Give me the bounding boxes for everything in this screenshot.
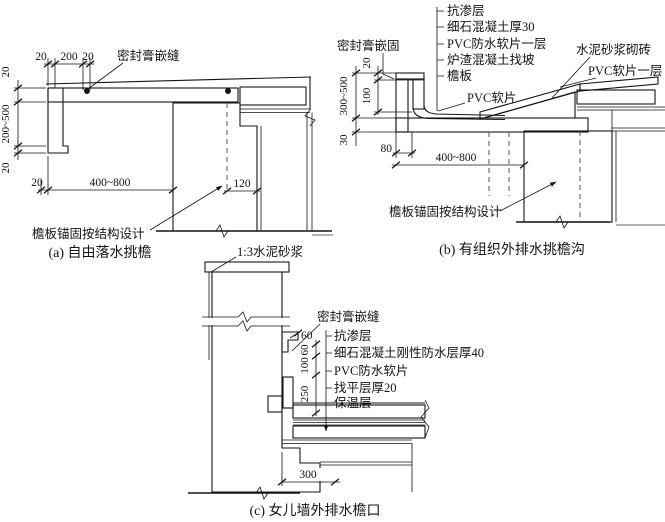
insulation-layer-c — [292, 425, 426, 439]
insulation-b — [576, 89, 656, 105]
label-b-pvc-membrane: PVC防水软片一层 — [447, 36, 546, 51]
label-b-cinder-slope: 炉渣混凝土找坡 — [447, 52, 535, 67]
gutter-outer-wall-b — [395, 78, 409, 133]
label-sealant-a: 密封膏嵌缝 — [117, 48, 180, 63]
sealant-dot-left — [84, 88, 90, 94]
caption-a: (a) 自由落水挑檐 — [48, 245, 151, 261]
slab-soffit-a — [240, 108, 310, 113]
dim-a-top1: 20 — [35, 51, 47, 63]
dim-left-b: 20 100 300~500 30 — [338, 57, 424, 146]
dim-c-v3: 250 — [299, 385, 311, 402]
dim-bottom-a: 20 400~800 — [31, 156, 178, 195]
dim-b-overhang: 400~800 — [436, 152, 477, 164]
label-mortar-c: 1:3水泥砂浆 — [237, 244, 303, 259]
label-b-anti-seepage: 抗渗层 — [447, 3, 485, 18]
dim-c-bottom: 300 — [299, 469, 317, 481]
slope-brick-wedge-b — [483, 91, 576, 119]
label-b-fine-concrete: 细石混凝土厚30 — [447, 19, 535, 34]
wall-break-c — [202, 311, 290, 332]
label-mortar-brick-b: 水泥砂浆砌砖 — [576, 42, 651, 57]
wall-a — [172, 102, 258, 232]
caption-b: (b) 有组织外排水挑檐沟 — [439, 242, 585, 258]
dim-wall-a: 120 — [222, 176, 262, 195]
label-anchor-a: 檐板锚固按结构设计 — [32, 226, 145, 241]
dim-a-top2: 200 — [60, 51, 78, 63]
eave-slab-b — [395, 117, 589, 133]
gutter-upstand-b — [412, 78, 425, 110]
gutter-cap-b — [395, 72, 425, 80]
dim-b-width: 80 — [381, 143, 393, 155]
eave-board-a — [47, 87, 239, 103]
sealant-dot-right — [225, 88, 231, 94]
dim-b-lip: 20 — [361, 57, 373, 69]
detail-c: 1:3水泥砂浆 密封膏嵌缝 抗渗层 细石混凝土刚性防水层厚40 PVC防水软片 … — [188, 244, 484, 519]
ground-break-b — [555, 215, 569, 229]
dim-a-left3: 20 — [0, 162, 12, 174]
slope-screed-right-b — [579, 76, 659, 92]
blocking-c — [267, 395, 283, 413]
label-anchor-b: 檐板锚固按结构设计 — [389, 204, 502, 219]
dim-notch-c: 60 — [289, 329, 313, 342]
pvc-sheet-upper-b — [423, 104, 506, 117]
label-sealant-c: 密封膏嵌缝 — [317, 309, 380, 324]
dim-a-wall: 120 — [233, 178, 251, 190]
dim-left-a: 20 200~500 20 — [0, 66, 46, 174]
drip-notch-c — [281, 331, 299, 353]
dim-a-bottom2: 400~800 — [90, 177, 131, 189]
eave-board-leg-a — [47, 87, 69, 154]
flashing-c — [282, 376, 294, 409]
wall-b — [523, 130, 613, 223]
dim-c-notch: 60 — [301, 330, 313, 342]
material-stack-c: 抗渗层 细石混凝土刚性防水层厚40 PVC防水软片 找平层厚20 保温层 — [323, 328, 484, 432]
dim-a-left2: 200~500 — [0, 104, 12, 143]
roof-surface-line-a — [45, 76, 312, 85]
coping-c — [204, 261, 290, 273]
label-sealant-b: 密封膏嵌固 — [337, 38, 400, 53]
parapet-wall-c — [211, 271, 321, 493]
dim-a-bottom1: 20 — [31, 177, 43, 189]
detail-a: 20 200 20 20 200~500 20 20 400~800 120 — [0, 48, 333, 261]
label-pvc-layer-b: PVC软片一层 — [588, 64, 662, 78]
ground-break-a — [215, 224, 229, 238]
dim-bottom-c: 300 — [277, 452, 340, 486]
label-c-insulation: 保温层 — [334, 396, 372, 410]
roof-break-c — [420, 399, 430, 439]
label-c-rigid-waterproof: 细石混凝土刚性防水层厚40 — [334, 345, 484, 360]
material-stack-b: 抗渗层 细石混凝土厚30 PVC防水软片一层 炉渣混凝土找坡 檐板 — [436, 3, 546, 111]
dim-chain-c: 60 100 250 — [299, 340, 321, 417]
dim-c-v1: 60 — [299, 344, 311, 356]
dim-c-v2: 100 — [299, 357, 311, 374]
label-c-leveling: 找平层厚20 — [334, 381, 397, 395]
label-c-anti-seepage: 抗渗层 — [334, 328, 372, 343]
dim-b-inner: 100 — [361, 87, 373, 104]
dim-a-left1: 20 — [0, 66, 12, 78]
rigid-waterproof-layer-c — [292, 404, 426, 419]
detail-b: 抗渗层 细石混凝土厚30 PVC防水软片一层 炉渣混凝土找坡 檐板 密封膏嵌固 … — [337, 3, 665, 258]
break-mark-a-right — [304, 109, 316, 127]
label-c-pvc-membrane: PVC防水软片 — [334, 363, 408, 378]
dim-top-a: 20 200 20 — [35, 51, 95, 90]
anchor-hidden-lines-b — [488, 132, 510, 196]
roof-layers-c — [282, 399, 430, 444]
dim-a-top3: 20 — [82, 51, 94, 63]
caption-c: (c) 女儿墙外排水檐口 — [249, 502, 380, 519]
dim-bottom-b: 80 400~800 — [381, 132, 529, 169]
label-pvc-sheet-b: PVC软片 — [467, 91, 516, 105]
ground-break-c — [255, 486, 269, 500]
label-b-eave-board: 檐板 — [447, 69, 473, 83]
dim-b-depth: 300~500 — [338, 76, 350, 115]
dim-b-slab: 30 — [338, 134, 350, 146]
insulation-a — [239, 86, 307, 106]
